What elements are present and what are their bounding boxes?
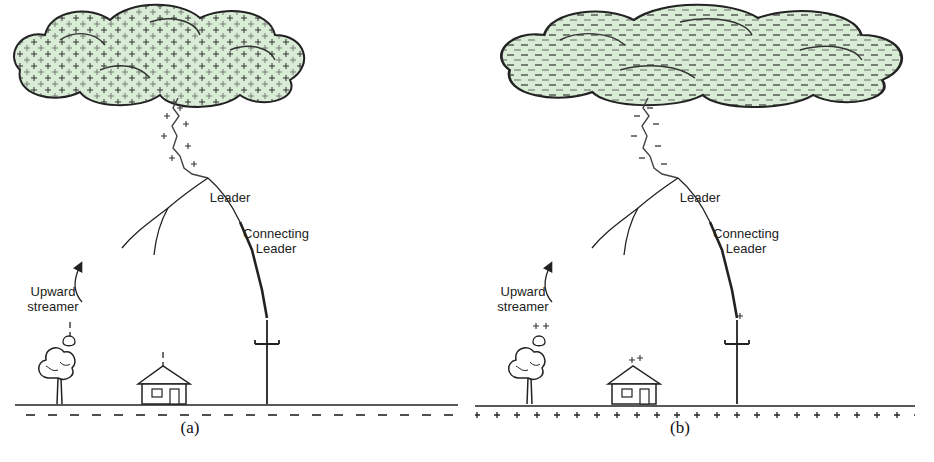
panel-caption: (a) bbox=[170, 418, 210, 437]
label-text: Leader bbox=[670, 190, 730, 205]
label-text: Connecting Leader bbox=[706, 226, 786, 256]
panel-caption: (b) bbox=[660, 418, 700, 437]
label-text: Upward streamer bbox=[18, 284, 88, 314]
panel-b-scene bbox=[475, 98, 915, 420]
label-text: Leader bbox=[200, 190, 260, 205]
label-text: Upward streamer bbox=[488, 284, 558, 314]
cloud-positive bbox=[0, 0, 320, 120]
panel-a-scene bbox=[15, 98, 465, 420]
label-text: Connecting Leader bbox=[236, 226, 316, 256]
cloud-negative bbox=[470, 0, 930, 120]
